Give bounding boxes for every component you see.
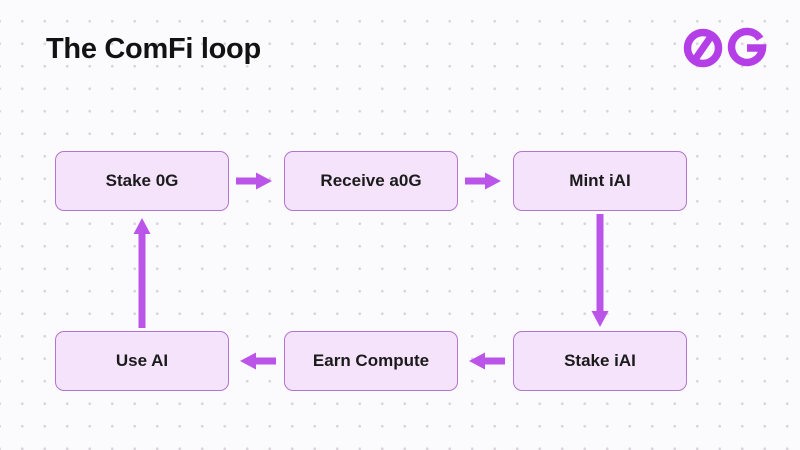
arrow-stake-iai-to-earn-compute xyxy=(469,352,505,370)
step-mint-iai: Mint iAI xyxy=(513,151,687,211)
step-stake-0g: Stake 0G xyxy=(55,151,229,211)
arrow-use-ai-to-stake-0g xyxy=(133,218,151,328)
arrow-earn-compute-to-use-ai xyxy=(240,352,276,370)
step-stake-iai: Stake iAI xyxy=(513,331,687,391)
arrow-stake-0g-to-receive-a0g xyxy=(236,172,272,190)
arrow-mint-iai-to-stake-iai xyxy=(591,214,609,327)
step-earn-compute: Earn Compute xyxy=(284,331,458,391)
step-receive-a0g: Receive a0G xyxy=(284,151,458,211)
arrow-receive-a0g-to-mint-iai xyxy=(465,172,501,190)
step-use-ai: Use AI xyxy=(55,331,229,391)
0g-logo-icon xyxy=(683,27,767,68)
page-title: The ComFi loop xyxy=(46,33,261,65)
